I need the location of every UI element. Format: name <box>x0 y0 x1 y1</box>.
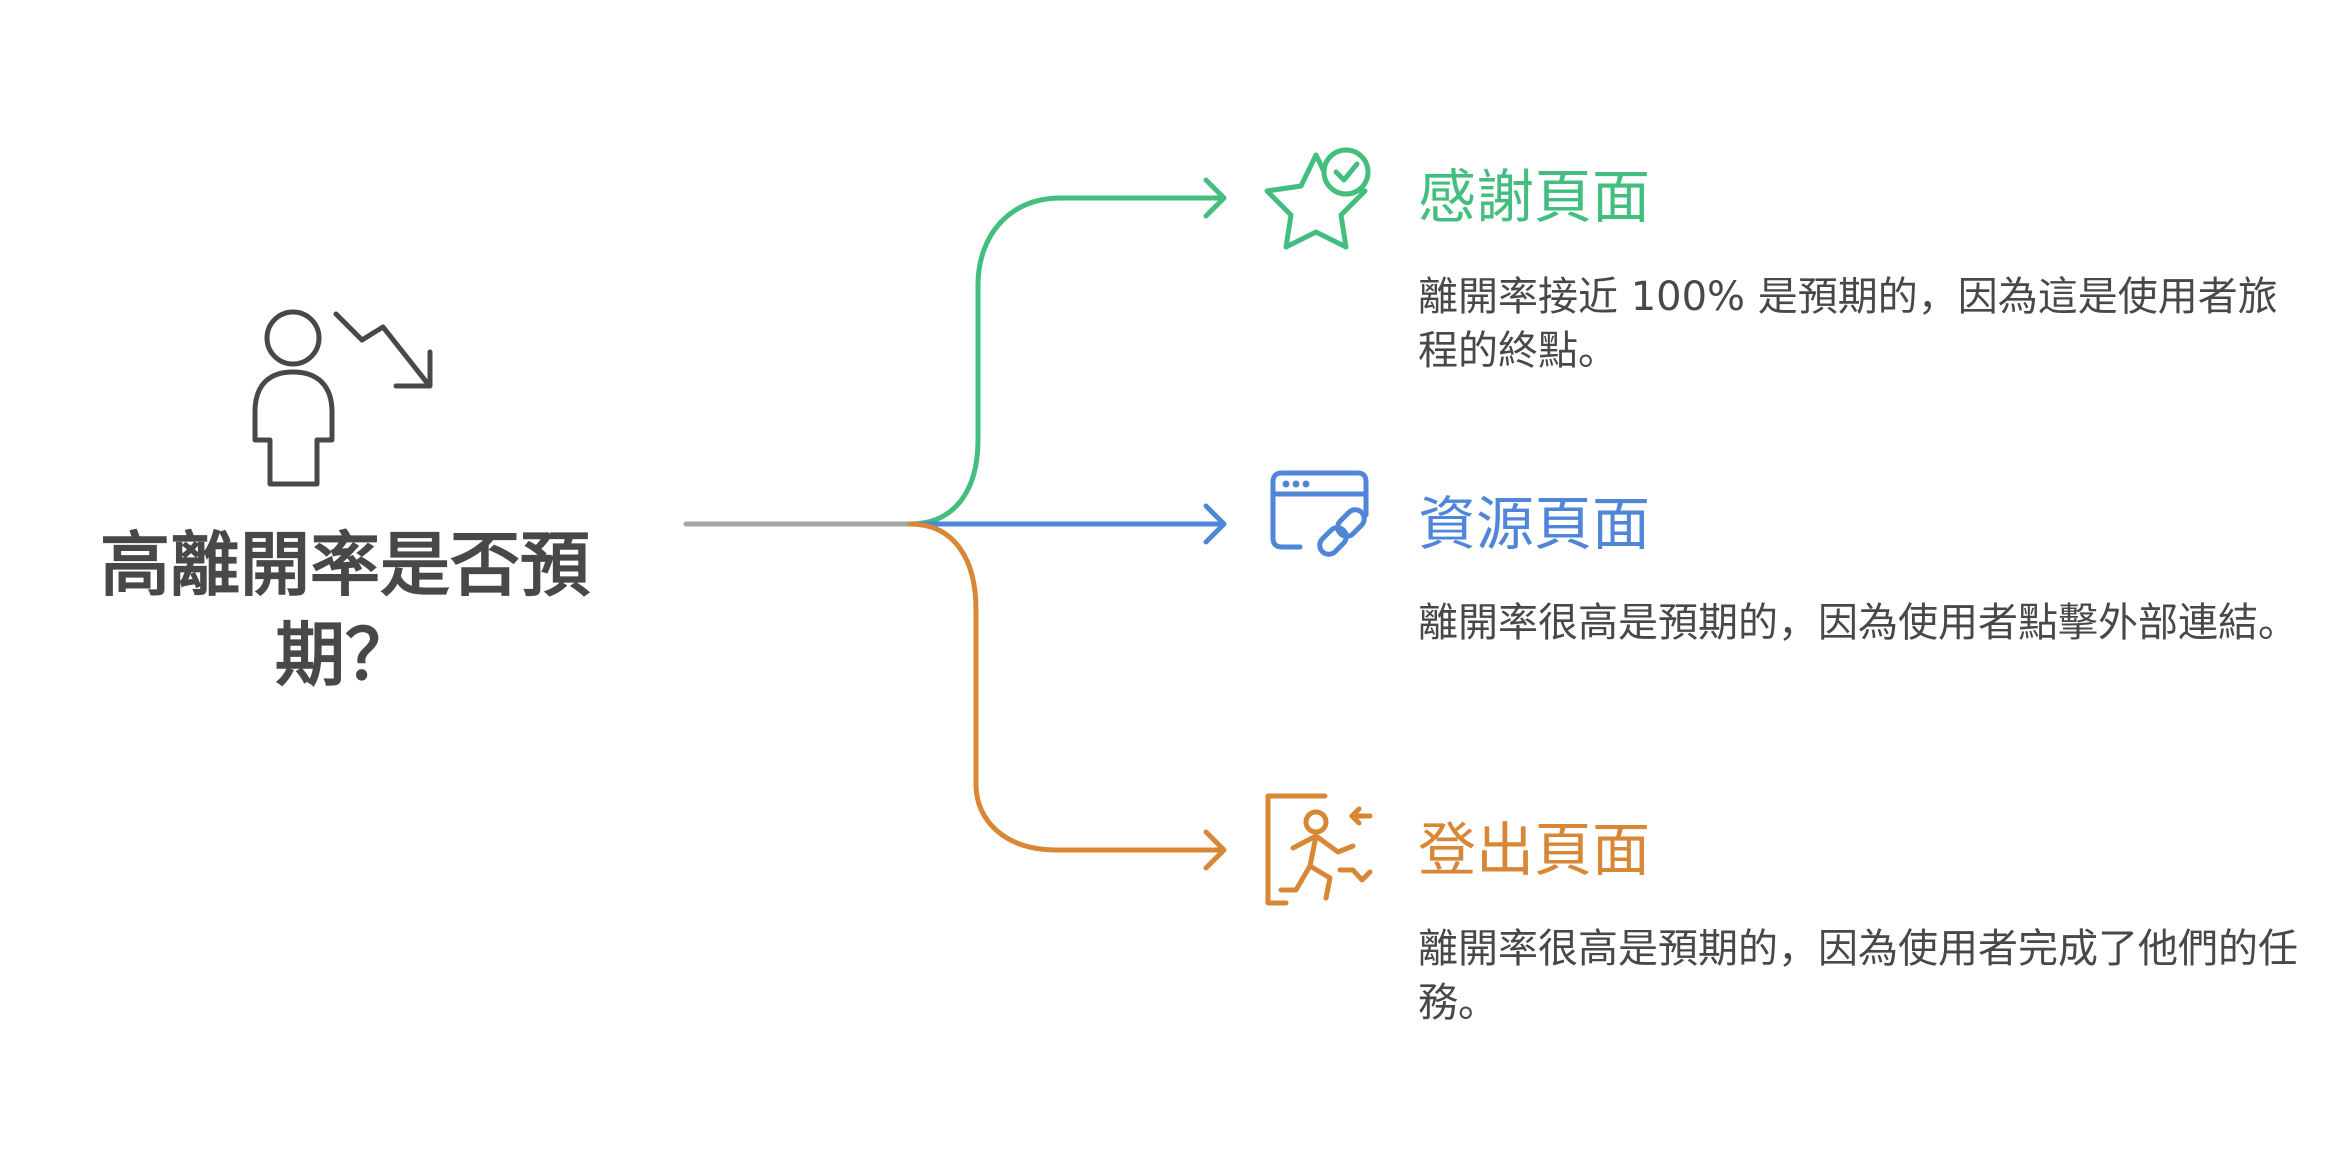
branch-line-logout <box>907 521 1225 853</box>
branch-title-logout: 登出頁面 <box>1418 816 1651 884</box>
arrowhead-thanks <box>1203 177 1227 219</box>
branch-description-resource: 離開率很高是預期的，因為使用者點擊外部連結。 <box>1418 600 2298 646</box>
person-decline-icon <box>252 309 433 487</box>
exit-run-icon <box>1265 793 1373 906</box>
browser-link-icon <box>1270 470 1369 557</box>
main-question: 高離開率是否預期？ <box>100 524 590 696</box>
arrowhead-logout <box>1203 829 1227 871</box>
branch-description-logout: 離開率很高是預期的，因為使用者完成了他們的任務。 <box>1418 926 2298 1026</box>
browser-dots <box>1282 480 1310 488</box>
branch-title-resource: 資源頁面 <box>1418 490 1651 558</box>
branch-line-thanks <box>907 195 1225 527</box>
star-check-icon <box>1264 147 1371 250</box>
arrowhead-resource <box>1203 503 1227 545</box>
branch-description-thanks: 離開率接近 100% 是預期的，因為這是使用者旅程的終點。 <box>1418 274 2278 374</box>
branch-title-thanks: 感謝頁面 <box>1418 163 1651 231</box>
